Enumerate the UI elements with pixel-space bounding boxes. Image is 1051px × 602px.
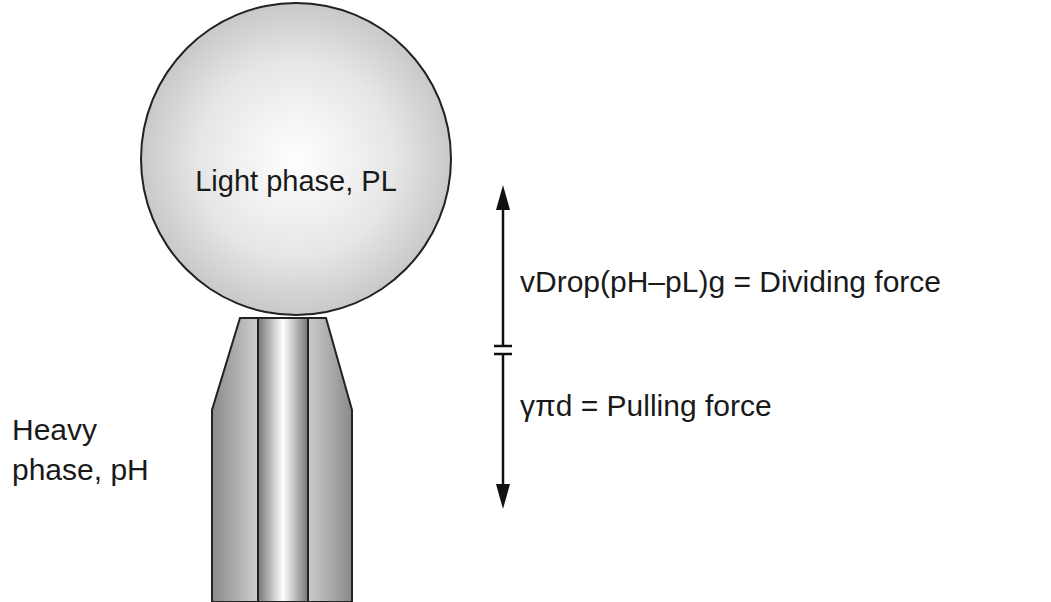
- force-equation: vDrop(pH–pL)g = Dividing force: [520, 262, 941, 302]
- force-equation: γπd = Pulling force: [520, 386, 772, 426]
- nozzle-body: [212, 318, 352, 602]
- drop-circle: Light phase, PL: [140, 2, 452, 316]
- phase-label: Heavy phase, pH: [12, 410, 187, 490]
- node-label: Light phase, PL: [195, 163, 397, 199]
- inner-channel: [258, 318, 308, 602]
- force-arrow: [494, 185, 512, 509]
